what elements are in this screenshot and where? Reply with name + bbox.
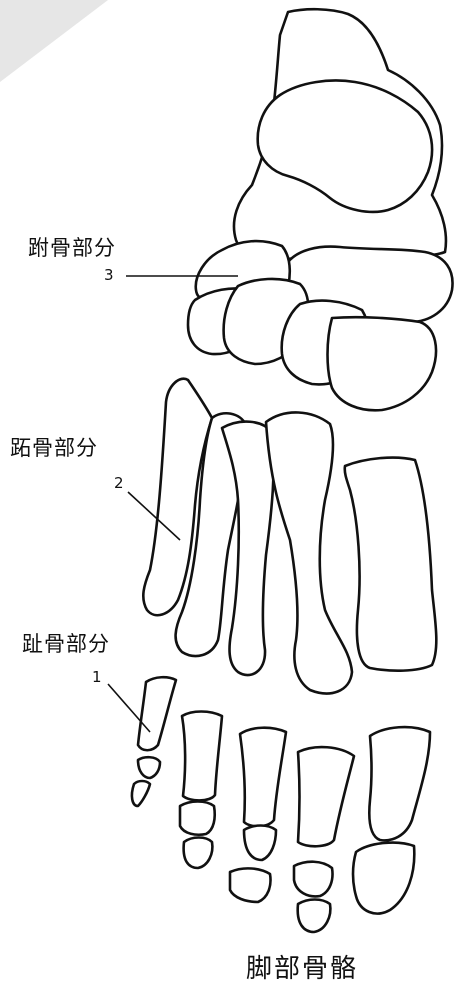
tarsal-section-label: 跗骨部分 [28, 232, 116, 262]
toe4-middle-phalanx [180, 802, 215, 835]
corner-shade [0, 0, 108, 82]
toe4-distal-phalanx [184, 838, 213, 869]
toe3-distal-phalanx [230, 868, 271, 902]
metatarsal-section-label: 跖骨部分 [10, 432, 98, 462]
toe1-distal-phalanx [353, 843, 414, 914]
toe5-middle-phalanx [138, 757, 160, 778]
metatarsal-2-bone [266, 412, 352, 693]
diagram-caption: 脚部骨骼 [246, 948, 358, 985]
metatarsal-marker-number: 2 [114, 474, 124, 492]
phalanx-marker-number: 1 [92, 668, 102, 686]
toe4-proximal-phalanx [182, 712, 222, 801]
toe5-proximal-phalanx [138, 677, 176, 750]
phalanx-section-label: 趾骨部分 [22, 628, 110, 658]
toe3-middle-phalanx [244, 826, 276, 861]
toe2-proximal-phalanx [298, 747, 354, 846]
tarsal-marker-number: 3 [104, 266, 114, 284]
toe2-distal-phalanx [298, 900, 331, 933]
toe3-proximal-phalanx [240, 728, 286, 827]
metatarsal-1-bone [345, 458, 437, 671]
tarsal-extra-bone [328, 317, 437, 410]
toe2-middle-phalanx [294, 862, 333, 897]
toe1-proximal-phalanx [369, 727, 430, 840]
toe5-distal-phalanx [132, 781, 150, 806]
